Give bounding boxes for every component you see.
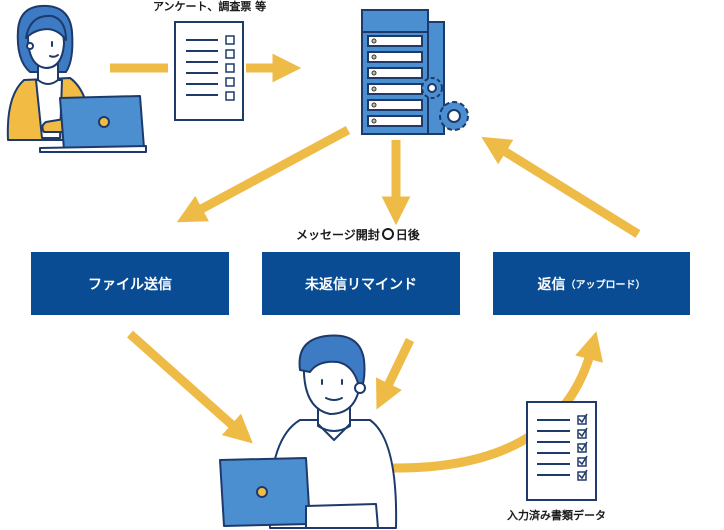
- survey-label: アンケート、調査票 等: [153, 0, 267, 13]
- reminder-timing-label: メッセージ開封 日後: [296, 226, 420, 243]
- unreplied-reminder-box: 未返信リマインド: [262, 252, 460, 315]
- survey-document-icon: [174, 21, 244, 121]
- unreplied-reminder-label: 未返信リマインド: [305, 276, 417, 293]
- reminder-days-text: 日後: [395, 228, 420, 242]
- arrow-reminder-to-man: [376, 338, 415, 410]
- reply-label: 返信: [537, 276, 566, 293]
- blank-circle-icon: [381, 228, 394, 240]
- upload-sublabel: （アップロード）: [565, 280, 646, 291]
- woman-with-laptop-illustration: [6, 4, 147, 153]
- arrow-file-send-to-man: [127, 330, 253, 444]
- arrow-server-to-file-send: [176, 126, 351, 223]
- arrow-man-to-reply: [389, 331, 603, 473]
- reply-upload-box: 返信（アップロード）: [493, 252, 690, 315]
- submitted-data-label: 入力済み書類データ: [507, 509, 606, 522]
- file-send-box: ファイル送信: [31, 252, 229, 315]
- submitted-document-icon: [526, 401, 597, 501]
- reminder-timing-text: メッセージ開封: [296, 228, 380, 242]
- server-icon: [361, 9, 445, 135]
- file-send-label: ファイル送信: [88, 276, 172, 293]
- gear-icon: [421, 77, 469, 131]
- flow-arrows: [110, 53, 641, 473]
- arrow-reply-to-server: [481, 136, 641, 238]
- man-with-laptop-illustration: [219, 334, 398, 529]
